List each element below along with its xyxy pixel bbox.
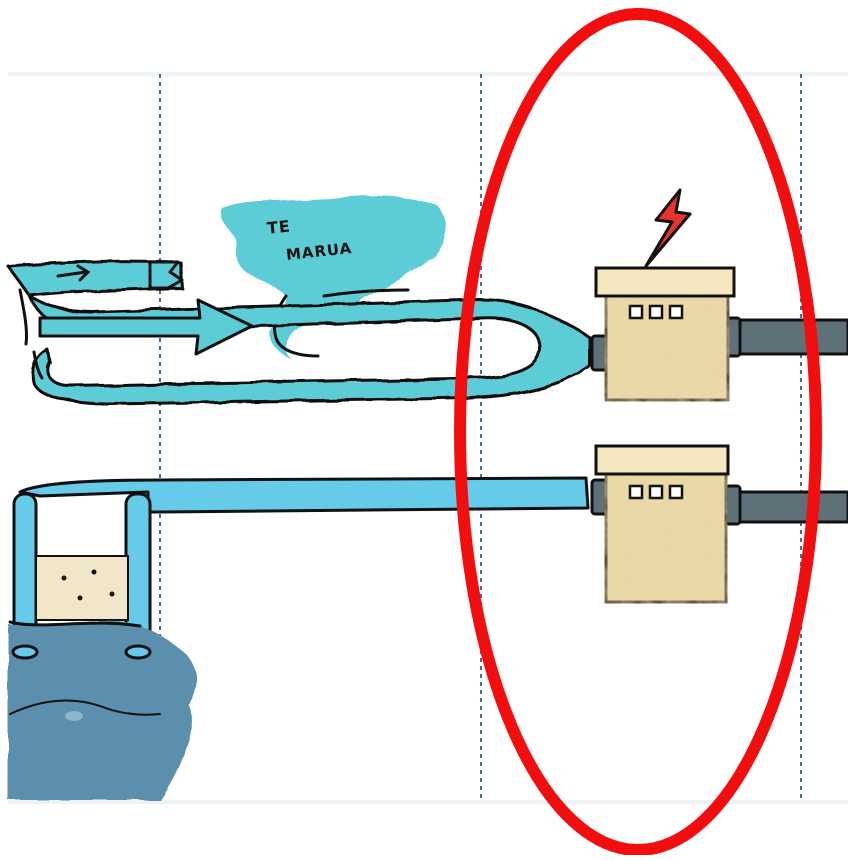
flow-arrow-icon [38, 298, 254, 356]
te-marua-lake [220, 195, 447, 360]
lightning-bolt-icon [644, 188, 692, 268]
frame-bottom-edge [8, 800, 848, 804]
frame-top-edge [8, 72, 848, 76]
flow-arrow-icon [56, 264, 91, 282]
power-unit-upper [590, 266, 848, 402]
power-unit-lower [590, 444, 848, 604]
river-intake [8, 555, 196, 800]
lake-label-line-1: TE [266, 216, 292, 238]
section-dividers [159, 74, 802, 802]
highlight-ellipse [454, 8, 822, 856]
